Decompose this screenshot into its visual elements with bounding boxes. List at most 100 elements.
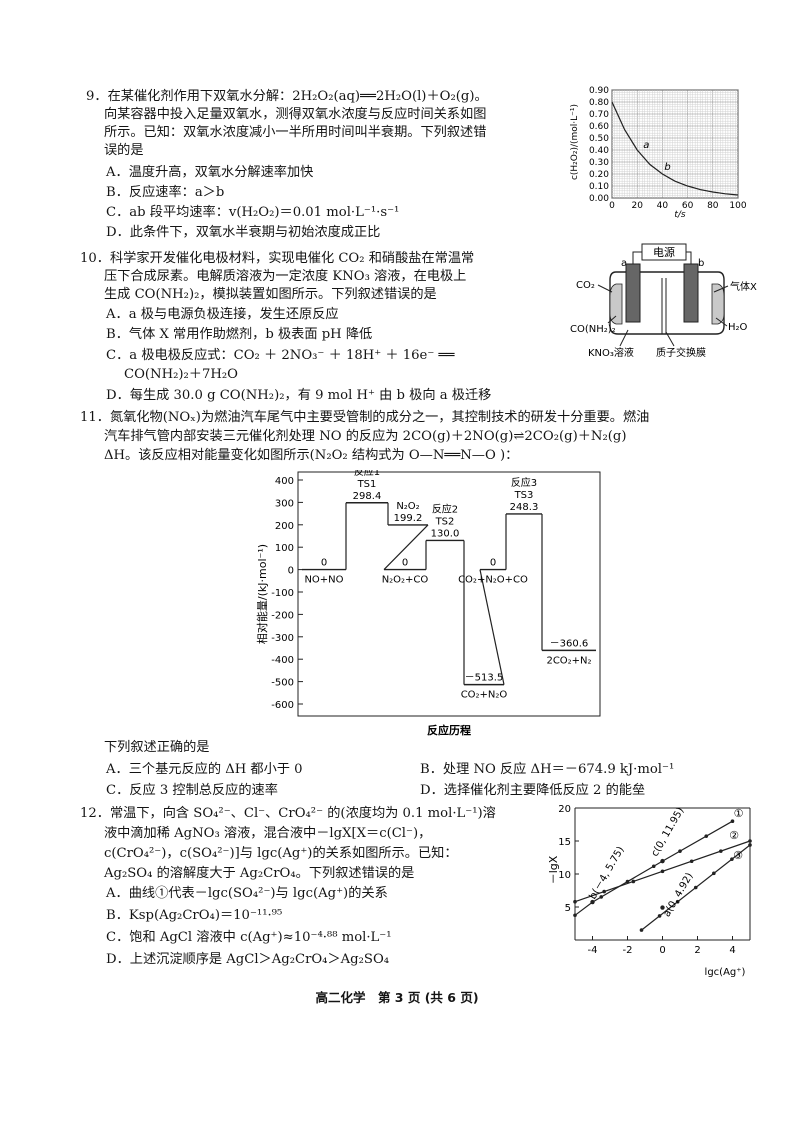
q11-level-value: 199.2 bbox=[394, 513, 423, 524]
q11-y-tick-label: -400 bbox=[271, 655, 294, 666]
q12-series-marker bbox=[748, 843, 752, 847]
page-footer: 高二化学 第 3 页 (共 6 页) bbox=[315, 990, 479, 1005]
q9-y-tick: 0.30 bbox=[589, 158, 609, 168]
q11-level-value: 0 bbox=[402, 558, 408, 569]
q10-stem-line: 10．科学家开发催化电极材料，实现电催化 CO₂ 和硝酸盐在常温常 bbox=[80, 251, 475, 266]
q9-option-d[interactable]: D．此条件下，双氧水半衰期与初始浓度成正比 bbox=[106, 225, 381, 240]
q12-x-tick-label: -4 bbox=[588, 945, 598, 956]
membrane-pointer bbox=[665, 331, 675, 347]
q12-annotation-point bbox=[660, 905, 665, 910]
q12-series-marker bbox=[631, 879, 636, 884]
q12-annotation-label: a(0, 4.92) bbox=[662, 871, 696, 919]
q10-option-a[interactable]: A．a 极与电源负极连接，发生还原反应 bbox=[106, 307, 339, 322]
q12-series-marker bbox=[651, 864, 656, 869]
q12-series-marker bbox=[730, 857, 734, 861]
q12-series-line bbox=[574, 820, 733, 916]
q12-option-b[interactable]: B．Ksp(Ag₂CrO₄)＝10⁻¹¹·⁹⁵ bbox=[106, 908, 283, 923]
q12-stem-line: Ag₂SO₄ 的溶解度大于 Ag₂CrO₄。下列叙述错误的是 bbox=[104, 866, 415, 881]
wire-a bbox=[632, 251, 642, 264]
electrode-a bbox=[625, 263, 641, 323]
q11-energy-levels: 0NO+NO298.4TS1反应1199.2N₂O₂0N₂O₂+CO130.0T… bbox=[302, 470, 596, 701]
q12-series-name: ② bbox=[729, 829, 739, 842]
co2-arrow bbox=[597, 284, 613, 293]
q9-option-b[interactable]: B．反应速率：a＞b bbox=[106, 185, 225, 200]
q9-point-label-b: b bbox=[664, 162, 670, 173]
q11-stem-line: 11．氮氧化物(NOₓ)为燃油汽车尾气中主要受管制的成分之一，其控制技术的研发十… bbox=[80, 410, 650, 425]
q10-stem-line: 生成 CO(NH₂)₂，模拟装置如图所示。下列叙述错误的是 bbox=[104, 287, 437, 302]
q11-y-tick-label: -200 bbox=[271, 610, 294, 621]
kno3-solution-label: KNO₃溶液 bbox=[588, 346, 634, 359]
q11-y-tick-label: 100 bbox=[275, 543, 294, 554]
q11-level-value: 0 bbox=[490, 558, 496, 569]
q12-series-marker bbox=[719, 849, 723, 853]
q12-stem-line: c(CrO₄²⁻)，c(SO₄²⁻)]与 lgc(Ag⁺)的关系如图所示。已知： bbox=[104, 846, 458, 861]
q10-option-b[interactable]: B．气体 X 常用作助燃剂，b 极表面 pH 降低 bbox=[106, 327, 373, 342]
q12-option-d[interactable]: D．上述沉淀顺序是 AgCl＞Ag₂CrO₄＞Ag₂SO₄ bbox=[106, 952, 390, 967]
q12-series-marker bbox=[602, 889, 606, 894]
q11-level-value: 298.4 bbox=[353, 491, 382, 502]
q9-y-tick: 0.60 bbox=[589, 122, 609, 132]
q12-x-tick-label: -2 bbox=[623, 945, 633, 956]
q9-option-c[interactable]: C．ab 段平均速率：v(H₂O₂)＝0.01 mol·L⁻¹·s⁻¹ bbox=[106, 205, 400, 220]
q9-stem-line: 所示。已知：双氧水浓度减小一半所用时间叫半衰期。下列叙述错 bbox=[104, 125, 487, 140]
q9-x-tick: 100 bbox=[729, 201, 746, 211]
q11-level-value: －513.5 bbox=[465, 673, 504, 684]
q11-species-label: 2CO₂+N₂ bbox=[546, 655, 591, 666]
q10-option-d[interactable]: D．每生成 30.0 g CO(NH₂)₂，有 9 mol H⁺ 由 b 极向 … bbox=[106, 388, 492, 403]
q12-series-marker bbox=[639, 928, 644, 932]
electrode-b-label: b bbox=[698, 258, 704, 269]
q11-option-c[interactable]: C．反应 3 控制总反应的速率 bbox=[106, 783, 278, 798]
q11-species-label: N₂O₂+CO bbox=[382, 575, 429, 586]
q9-option-a[interactable]: A．温度升高，双氧水分解速率加快 bbox=[106, 165, 314, 180]
q9-y-tick: 0.10 bbox=[589, 182, 609, 192]
q9-y-tick: 0.90 bbox=[589, 86, 609, 96]
q12-option-c[interactable]: C．饱和 AgCl 溶液中 c(Ag⁺)≈10⁻⁴·⁸⁸ mol·L⁻¹ bbox=[106, 930, 392, 945]
q12-series-marker bbox=[693, 885, 698, 890]
urea-label: CO(NH₂)₂ bbox=[570, 324, 616, 335]
q12-y-tick-label: 15 bbox=[558, 837, 571, 848]
q11-option-b[interactable]: B．处理 NO 反应 ΔH＝－674.9 kJ·mol⁻¹ bbox=[420, 762, 675, 777]
q9-series-line bbox=[611, 101, 739, 196]
electrode-a-label: a bbox=[621, 258, 627, 269]
q11-y-tick-label: -500 bbox=[271, 678, 294, 689]
q11-option-a[interactable]: A．三个基元反应的 ΔH 都小于 0 bbox=[106, 762, 303, 777]
q12-x-tick-label: 4 bbox=[729, 945, 735, 956]
q11-y-tick-label: 200 bbox=[275, 521, 294, 532]
q10-electrolysis-diagram: 电源 a b CO₂ CO(NH₂)₂ 气体X H₂O KNO₃溶液 质子交换膜 bbox=[570, 243, 757, 359]
q11-option-d[interactable]: D．选择催化剂主要降低反应 2 的能垒 bbox=[420, 783, 646, 798]
q9-concentration-chart: 0.000.100.200.300.400.500.600.700.800.90… bbox=[570, 86, 747, 220]
q10-option-c[interactable]: C．a 极电极反应式：CO₂ ＋ 2NO₃⁻ ＋ 18H⁺ ＋ 16e⁻ ══ bbox=[106, 348, 455, 363]
q12-y-tick-label: 5 bbox=[565, 903, 571, 914]
q9-x-tick: 60 bbox=[682, 201, 694, 211]
q11-species-label: CO₂+N₂O bbox=[461, 690, 508, 701]
q12-annotations: c(0, 11.95)b(－4, 5.75)a(0, 4.92) bbox=[588, 806, 696, 919]
q11-y-tick-label: -600 bbox=[271, 700, 294, 711]
q11-level-value: 248.3 bbox=[510, 502, 539, 513]
q11-stem2: 下列叙述正确的是 bbox=[104, 740, 210, 755]
q9-stem-line: 误的是 bbox=[104, 143, 144, 158]
q12-series-marker bbox=[730, 819, 735, 823]
q11-y-tick-label: 300 bbox=[275, 498, 294, 509]
q12-x-tick-label: 2 bbox=[694, 945, 700, 956]
q11-level-value: 0 bbox=[321, 558, 327, 569]
q12-option-a[interactable]: A．曲线①代表－lgc(SO₄²⁻)与 lgc(Ag⁺)的关系 bbox=[106, 886, 388, 901]
q11-y-tick-label: -100 bbox=[271, 588, 294, 599]
q12-series-marker bbox=[660, 869, 665, 874]
q11-species-label: CO₂+N₂O+CO bbox=[458, 575, 528, 586]
q9-stem-line: 向某容器中投入足量双氧水，测得双氧水浓度与反应时间关系如图 bbox=[104, 107, 487, 122]
q12-x-tick-label: 0 bbox=[659, 945, 665, 956]
q10-option-c-cont[interactable]: CO(NH₂)₂＋7H₂O bbox=[124, 367, 238, 382]
q12-y-tick-label: 10 bbox=[558, 870, 571, 881]
q9-x-tick: 0 bbox=[609, 201, 615, 211]
q11-reaction-label: 反应3 bbox=[511, 476, 537, 489]
q11-species-label: N₂O₂ bbox=[396, 501, 419, 512]
power-source-label: 电源 bbox=[653, 245, 675, 259]
q12-series-marker bbox=[689, 859, 694, 864]
q9-x-axis-label: t/s bbox=[674, 210, 686, 220]
wire-b bbox=[686, 251, 692, 264]
q9-y-tick: 0.00 bbox=[589, 194, 609, 204]
